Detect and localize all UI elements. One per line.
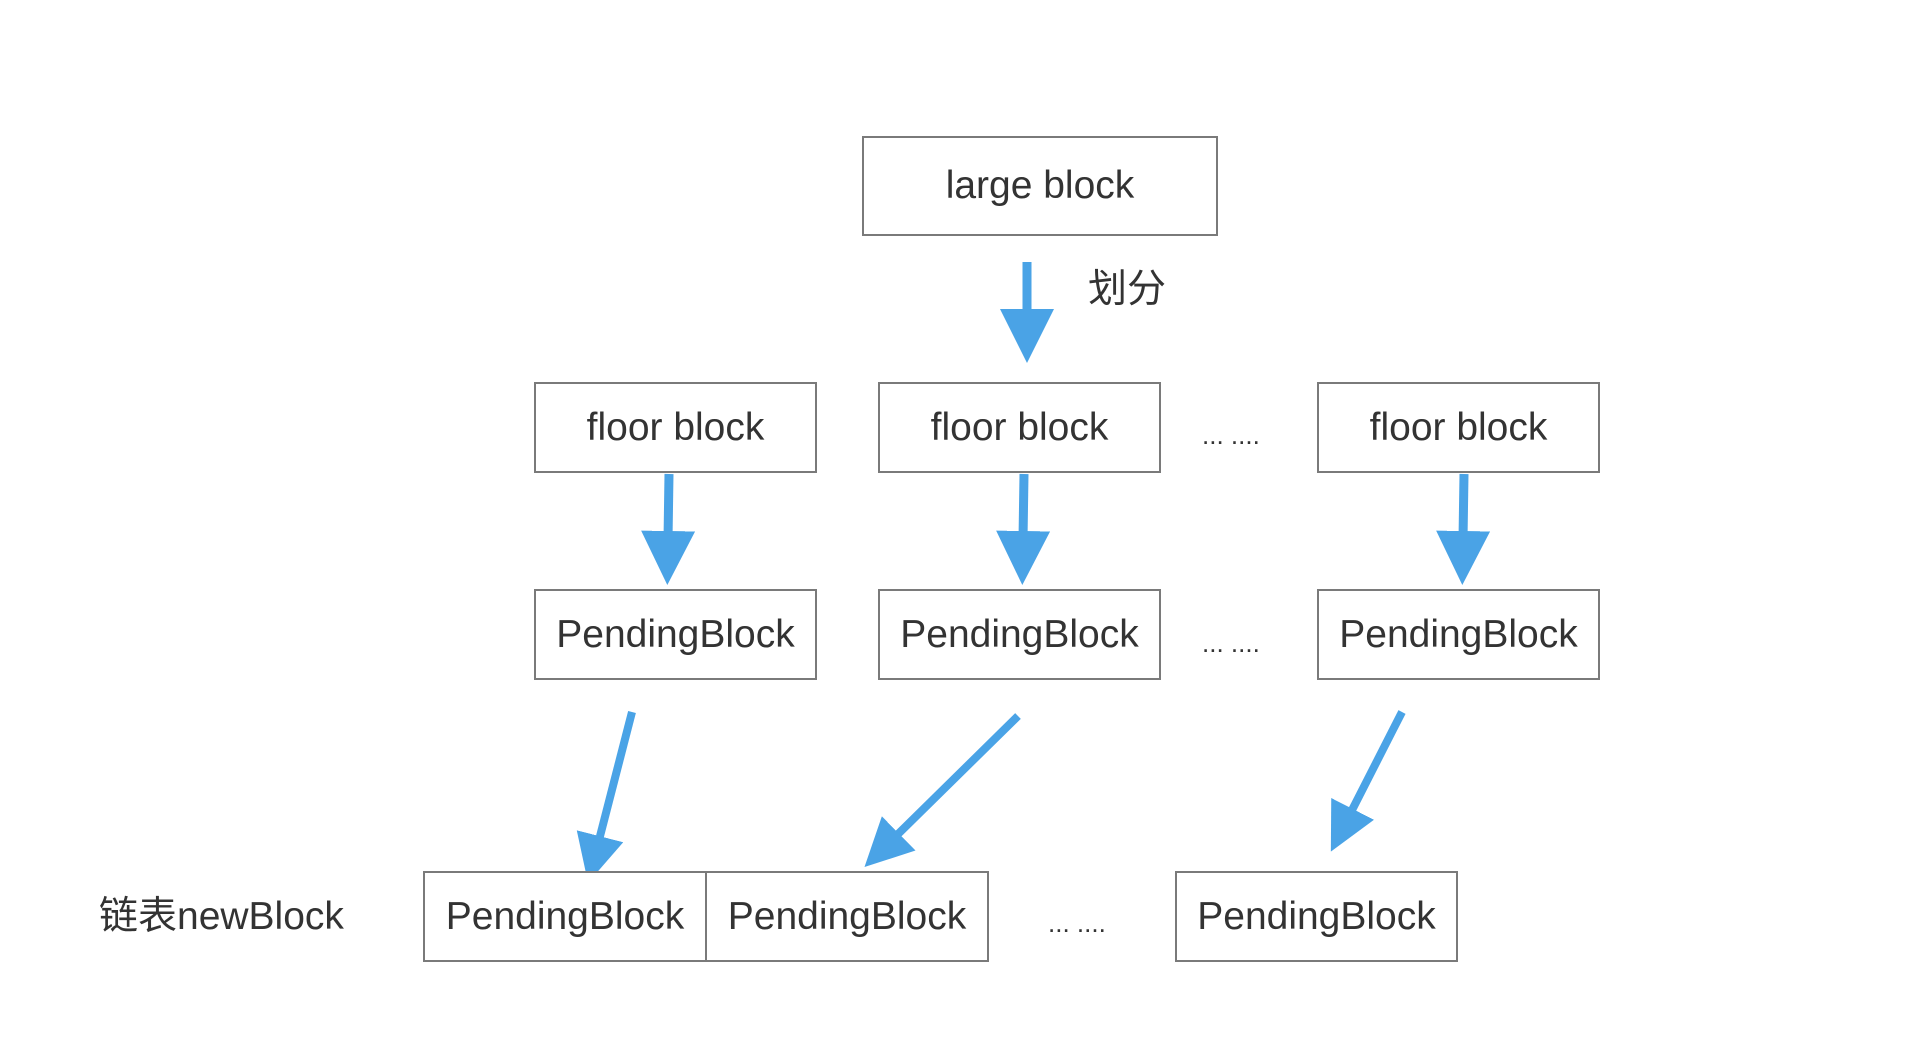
pending-to-list-arrow-1 <box>576 711 636 883</box>
floor-to-pending-arrow-2 <box>996 473 1051 585</box>
floor-row-ellipsis: ... .... <box>1202 420 1260 450</box>
floor-block-3: floor block <box>1317 382 1600 473</box>
pending-row-ellipsis: ... .... <box>1202 628 1260 658</box>
split-label: 划分 <box>1088 268 1167 311</box>
pending-to-list-arrow-3 <box>1330 710 1406 852</box>
floor-block-1: floor block <box>534 382 817 473</box>
floor-block-2: floor block <box>878 382 1161 473</box>
pending-block-1: PendingBlock <box>534 589 817 680</box>
linked-list-label: 链表newBlock <box>99 895 344 938</box>
floor-to-pending-arrow-1 <box>641 473 696 585</box>
pending-block-3: PendingBlock <box>1317 589 1600 680</box>
large-block-box: large block <box>862 136 1218 236</box>
floor-to-pending-arrow-3 <box>1436 473 1491 585</box>
list-pending-block-2: PendingBlock <box>705 871 989 962</box>
list-pending-block-3: PendingBlock <box>1175 871 1458 962</box>
list-row-ellipsis: ... .... <box>1048 908 1106 938</box>
pending-to-list-arrow-2 <box>864 713 1021 868</box>
pending-block-2: PendingBlock <box>878 589 1161 680</box>
list-pending-block-1: PendingBlock <box>423 871 707 962</box>
